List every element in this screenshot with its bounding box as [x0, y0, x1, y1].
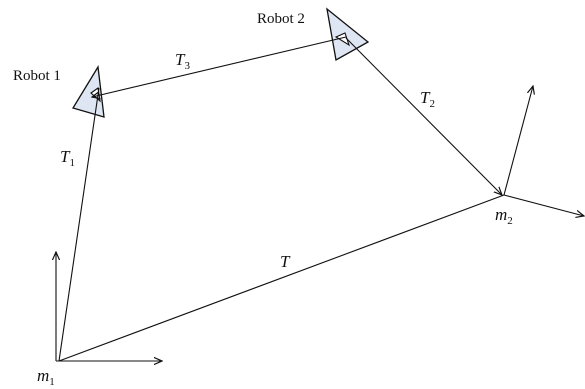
- robot-1-label: Robot 1: [13, 68, 61, 84]
- label-t2: T2: [420, 88, 435, 110]
- label-t: T: [280, 252, 291, 271]
- label-m1: m1: [37, 366, 55, 388]
- label-t3: T3: [175, 50, 190, 72]
- edge-t2: [345, 37, 502, 195]
- frame-m2-axes: [503, 86, 584, 216]
- robot-2-label: Robot 2: [257, 11, 305, 27]
- robot-1: [72, 65, 105, 118]
- edge-t: [58, 194, 505, 362]
- edge-t3: [92, 36, 347, 97]
- m2-x-axis: [503, 194, 584, 216]
- label-m2: m2: [495, 205, 513, 227]
- edge-t1: [58, 87, 100, 362]
- robot-2: [326, 7, 370, 62]
- label-t1: T1: [60, 147, 75, 169]
- frame-m1-axes: [56, 252, 162, 361]
- robot-2-body: [326, 7, 370, 62]
- robot-1-body: [72, 65, 105, 118]
- m2-y-axis: [503, 86, 533, 196]
